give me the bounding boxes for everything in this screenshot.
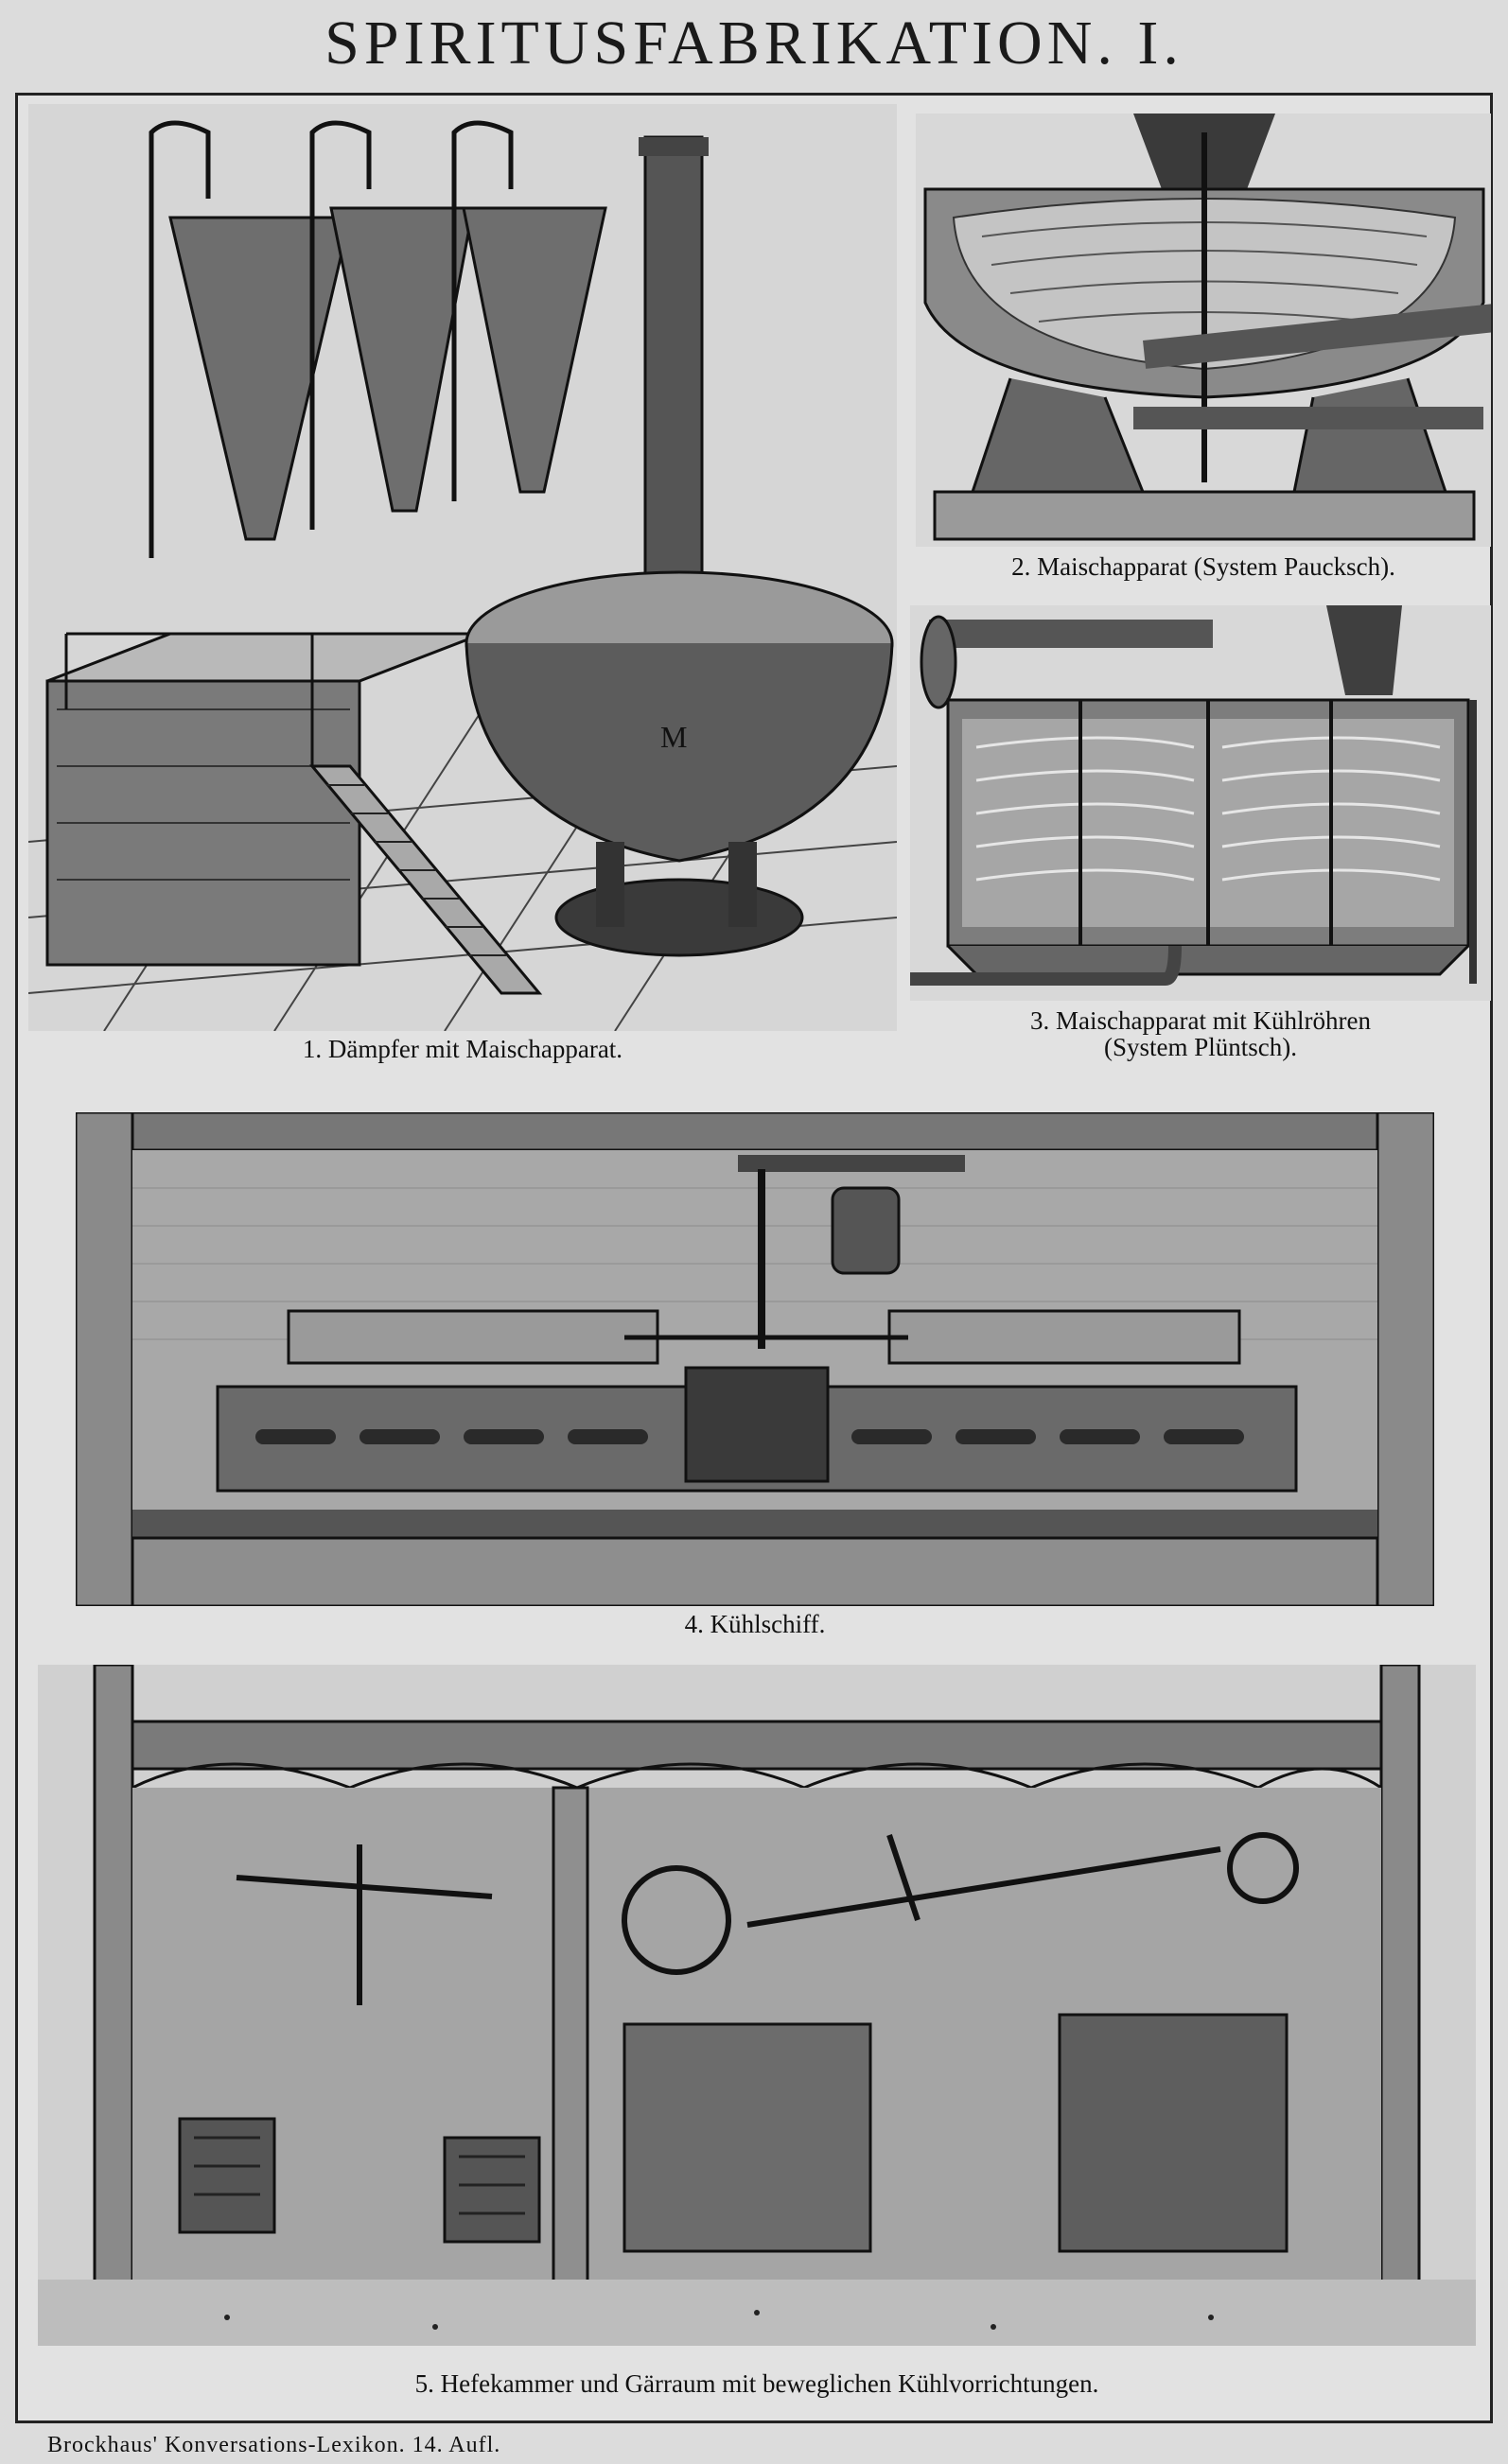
figure-1-caption: 1. Dämpfer mit Maischapparat. xyxy=(302,1035,623,1063)
page-title: SPIRITUSFABRIKATION. I. xyxy=(324,9,1184,78)
figure-3-caption-line1: 3. Maischapparat mit Kühlröhren xyxy=(1030,1006,1371,1035)
cooling-coil-mash-tun-illustration xyxy=(910,605,1491,1001)
footer-credit: Brockhaus' Konversations-Lexikon. 14. Au… xyxy=(47,2433,501,2457)
yeast-and-fermentation-room-illustration xyxy=(38,1665,1476,2346)
cooling-ship-illustration xyxy=(76,1112,1434,1606)
figure-4-caption: 4. Kühlschiff. xyxy=(684,1610,826,1638)
figure-2-caption: 2. Maischapparat (System Paucksch). xyxy=(1011,552,1395,581)
steamer-mash-apparatus-illustration: M xyxy=(28,104,897,1031)
figure-5-caption: 5. Hefekammer und Gärraum mit bewegliche… xyxy=(414,2369,1099,2398)
paucksch-mash-tun-illustration xyxy=(916,114,1491,547)
svg-text:M: M xyxy=(660,720,687,754)
figure-3-caption-line2: (System Plüntsch). xyxy=(1103,1033,1297,1061)
